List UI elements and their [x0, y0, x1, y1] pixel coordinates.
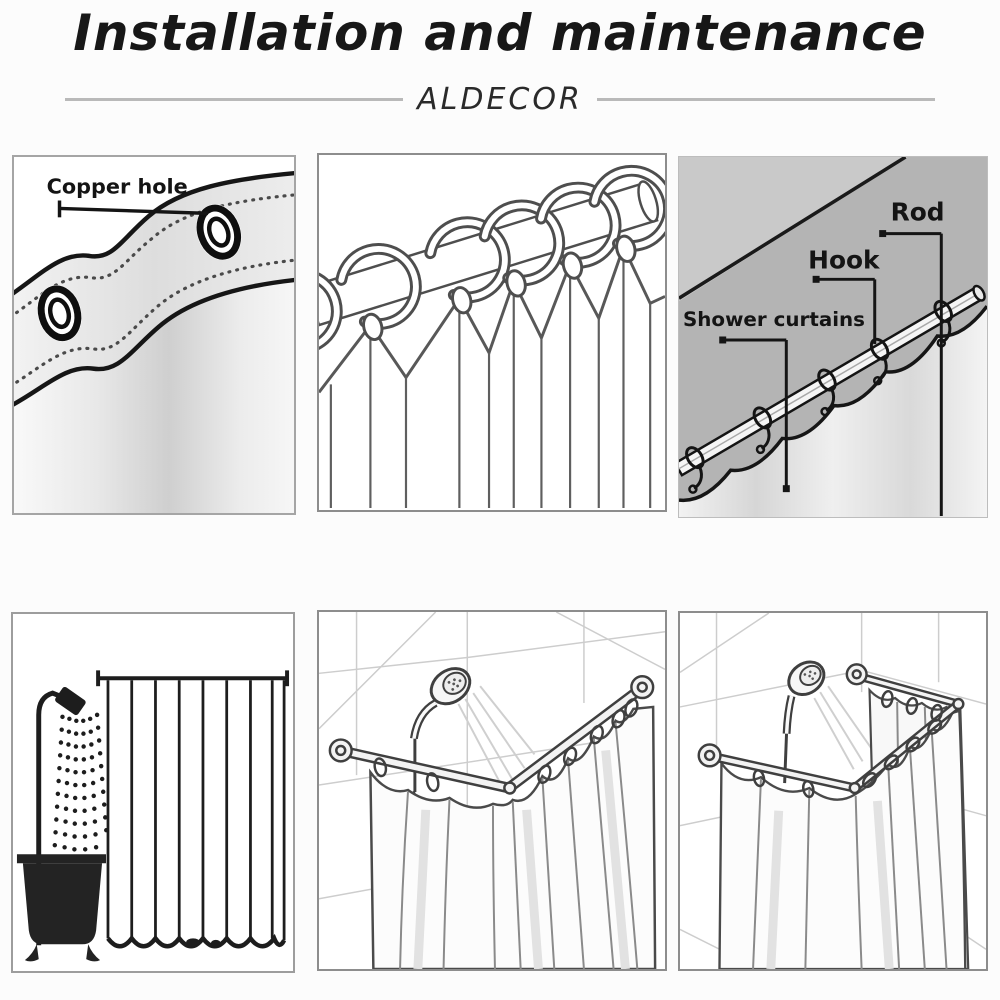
bathtub	[16, 854, 107, 962]
curtain-rings	[752, 689, 943, 799]
hook-leader-line	[812, 275, 877, 344]
rod-leader-line	[879, 230, 943, 517]
labeled-parts-illustration: Rod Hook Shower curtains	[679, 157, 987, 517]
curtain	[106, 680, 287, 949]
rod-corner-joint	[952, 697, 965, 711]
spray-lines	[813, 685, 875, 770]
corner-rod-illustration	[319, 612, 665, 969]
rod-corner-joint	[503, 781, 517, 795]
shower-head	[55, 686, 86, 716]
spray-dots	[52, 712, 110, 856]
shower-tub-illustration	[16, 670, 290, 962]
c-ring	[334, 243, 422, 342]
curtain-folds	[319, 243, 665, 509]
tile-grid	[319, 612, 665, 900]
brand-name: ALDECOR	[417, 82, 583, 117]
copper-hole-leader-line	[57, 200, 208, 218]
curtain-hooks	[685, 299, 953, 494]
curtain	[679, 305, 987, 517]
grommet-lower	[37, 284, 82, 342]
rod-end-cap	[637, 180, 660, 223]
shower-curtains-leader-line	[719, 336, 790, 493]
curtain-rings	[373, 698, 639, 793]
left-divider-line	[65, 98, 404, 101]
panel-c-rings-on-rod	[317, 153, 667, 512]
c-ring	[587, 164, 665, 263]
curtain-folds	[752, 730, 948, 969]
tub-foot	[24, 944, 39, 962]
hand-shower	[403, 667, 472, 797]
rod	[679, 284, 986, 477]
grommet-closeup-illustration: Copper hole	[14, 170, 294, 513]
panel-u-shaped-rod	[678, 611, 988, 971]
panel-labeled-parts: Rod Hook Shower curtains	[678, 156, 988, 518]
c-ring	[478, 199, 566, 298]
hand-shower	[782, 660, 826, 784]
rod	[319, 180, 660, 327]
grommet-upper	[196, 204, 242, 261]
spray-lines	[457, 685, 536, 789]
hook-label: Hook	[808, 245, 880, 274]
u-rod	[697, 663, 965, 795]
c-ring	[534, 181, 622, 280]
panel-grommet-closeup: Copper hole	[12, 155, 296, 515]
u-rod-illustration	[680, 613, 986, 969]
corner-rod	[328, 675, 655, 795]
right-divider-line	[596, 98, 935, 101]
copper-hole-label: Copper hole	[47, 175, 188, 199]
panel-shower-tub-curtain	[11, 612, 295, 973]
front-curtain	[718, 709, 967, 969]
shower-pipe	[36, 690, 64, 946]
curtain-hem-blob	[210, 939, 221, 947]
c-ring	[423, 216, 511, 315]
rod-end-cap	[972, 284, 986, 302]
brand-row: ALDECOR	[0, 82, 1000, 117]
tub-foot	[86, 944, 101, 962]
wall-corner-line	[679, 157, 907, 300]
rod-corner-joint	[848, 781, 861, 795]
panel-corner-rod	[317, 610, 667, 971]
page-title: Installation and maintenance	[73, 4, 927, 62]
curtain-shading	[766, 800, 894, 969]
curtain-rod	[96, 670, 290, 687]
shower-curtains-label: Shower curtains	[683, 308, 865, 331]
rod-label: Rod	[891, 198, 945, 227]
curtain-shading	[413, 750, 630, 969]
curtain	[369, 705, 657, 969]
curtain-hem-blob	[186, 938, 200, 947]
curtain-band	[14, 170, 294, 513]
c-ring	[319, 267, 343, 355]
c-rings-illustration	[319, 164, 665, 509]
curtain-folds	[399, 722, 639, 969]
